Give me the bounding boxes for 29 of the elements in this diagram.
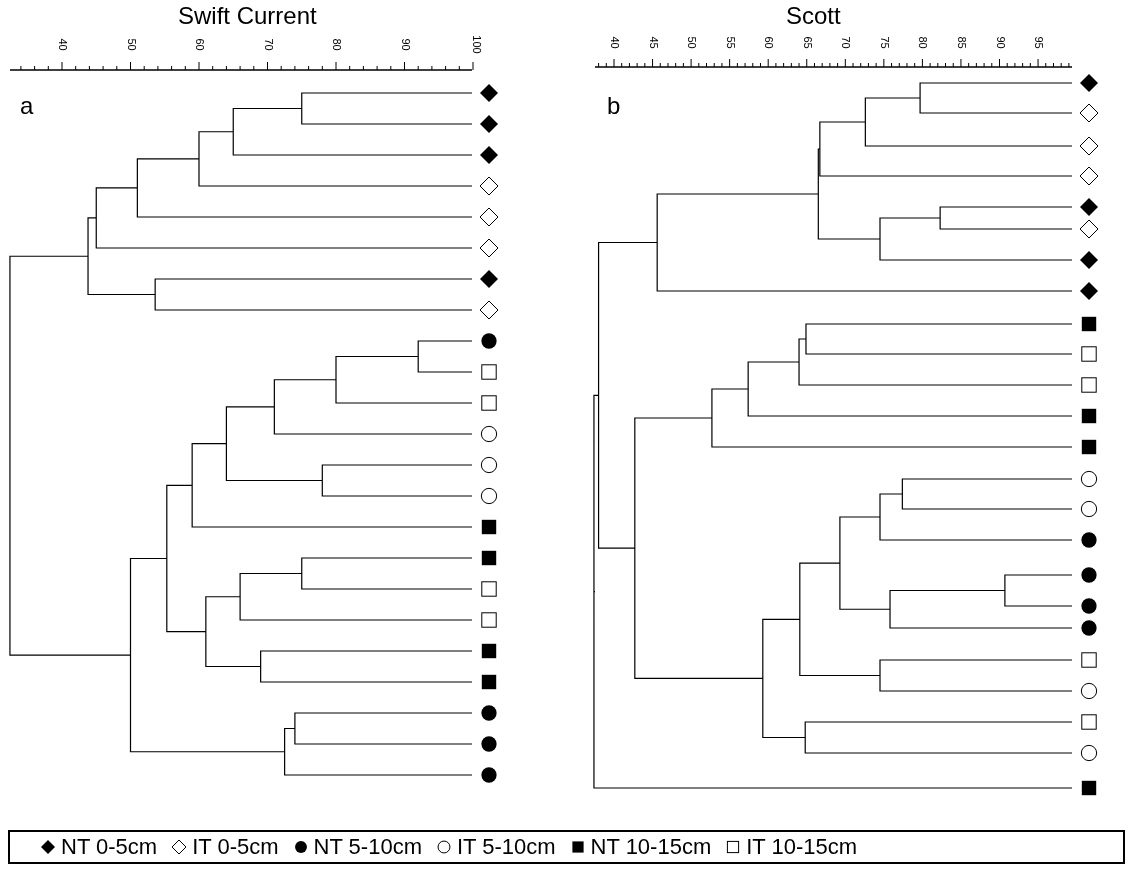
chart-title: Scott — [786, 4, 841, 28]
tick-label: 100 — [470, 35, 482, 54]
legend-text: NT 0-5cm — [61, 836, 158, 858]
tick-label: 75 — [878, 36, 890, 49]
tick-label: 65 — [801, 36, 813, 49]
legend-text: IT 5-10cm — [456, 836, 556, 858]
tick-label: 90 — [399, 38, 411, 51]
tick-label: 60 — [762, 36, 774, 49]
tick-label: 55 — [724, 36, 736, 49]
tick-label: 95 — [1032, 36, 1044, 49]
tick-label: 70 — [262, 38, 274, 51]
tick-label: 85 — [955, 36, 967, 49]
tick-label: 40 — [56, 38, 68, 51]
legend-text: IT 0-5cm — [192, 836, 279, 858]
tick-label: 90 — [994, 36, 1006, 49]
tick-label: 45 — [647, 36, 659, 49]
legend-text: NT 10-15cm — [590, 836, 712, 858]
legend-text: NT 5-10cm — [313, 836, 422, 858]
tick-label: 60 — [193, 38, 205, 51]
tick-label: 50 — [125, 38, 137, 51]
panel-letter: b — [607, 94, 621, 118]
chart-title: Swift Current — [178, 4, 317, 28]
tick-label: 70 — [839, 36, 851, 49]
tick-label: 80 — [917, 36, 928, 49]
tick-label: 80 — [330, 38, 342, 51]
legend-text: IT 10-15cm — [746, 836, 858, 858]
tick-label: 40 — [608, 36, 620, 49]
tick-label: 50 — [685, 36, 697, 49]
panel-letter: a — [20, 94, 34, 118]
